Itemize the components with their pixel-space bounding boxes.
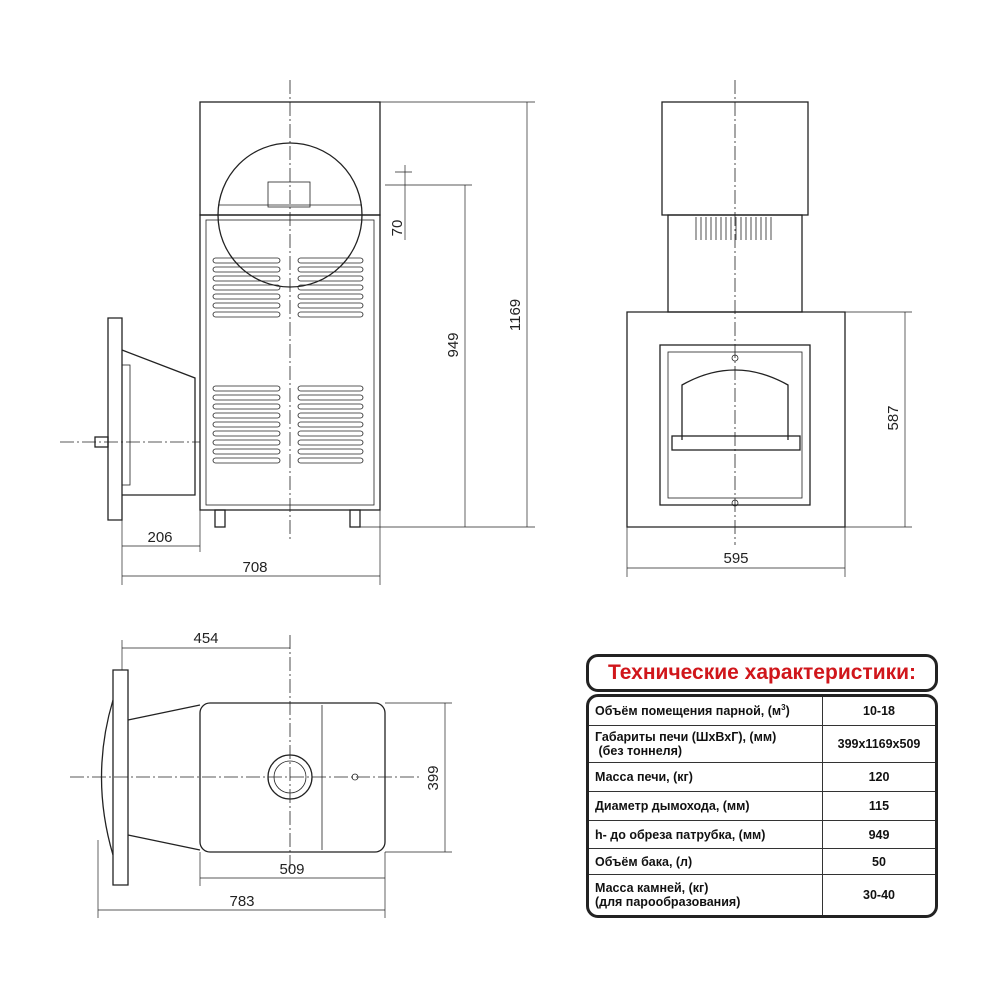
louver-slot bbox=[297, 293, 364, 300]
louver-slot bbox=[212, 266, 281, 273]
leg bbox=[349, 509, 361, 528]
louver-slot bbox=[212, 257, 281, 264]
louver-slot bbox=[297, 385, 364, 392]
dim-206: 206 bbox=[147, 529, 172, 546]
louver-slot bbox=[297, 302, 364, 309]
dim-1169: 1169 bbox=[507, 299, 524, 331]
spec-rows: Объём помещения парной, (м3)10-18 Габари… bbox=[586, 694, 938, 918]
dim-587: 587 bbox=[885, 405, 902, 430]
louver-slot bbox=[297, 266, 364, 273]
louver-slot bbox=[297, 430, 364, 437]
louver-slot bbox=[297, 403, 364, 410]
louver-slot bbox=[212, 311, 281, 318]
spec-label: Масса печи, (кг) bbox=[589, 763, 822, 792]
louver-slot bbox=[297, 394, 364, 401]
dim-949: 949 bbox=[445, 332, 462, 357]
spec-value: 50 bbox=[822, 849, 935, 875]
spec-title: Технические характеристики: bbox=[586, 654, 938, 692]
spec-value: 949 bbox=[822, 821, 935, 849]
louver-slot bbox=[212, 293, 281, 300]
louver-slot bbox=[212, 439, 281, 446]
side-view: 587 595 bbox=[626, 80, 912, 577]
louver-slot bbox=[212, 403, 281, 410]
table-row: Габариты печи (ШхВхГ), (мм) (без тоннеля… bbox=[589, 726, 935, 763]
fins bbox=[695, 217, 772, 240]
spec-label: Габариты печи (ШхВхГ), (мм) (без тоннеля… bbox=[589, 726, 822, 763]
spec-label: Объём помещения парной, (м3) bbox=[589, 697, 822, 726]
louver-slot bbox=[212, 430, 281, 437]
louver-slot bbox=[212, 421, 281, 428]
dim-70: 70 bbox=[389, 220, 406, 237]
spec-label: Масса камней, (кг)(для парообразования) bbox=[595, 881, 741, 909]
dim-454: 454 bbox=[193, 630, 218, 647]
louver-slot bbox=[297, 457, 364, 464]
spec-value: 30-40 bbox=[822, 875, 935, 915]
louver-slot bbox=[297, 275, 364, 282]
front-view bbox=[60, 80, 381, 540]
louver-slot bbox=[297, 412, 364, 419]
louver-slot bbox=[212, 275, 281, 282]
louver-slot bbox=[297, 257, 364, 264]
spec-table: Технические характеристики: Объём помеще… bbox=[586, 654, 938, 918]
louver-slot bbox=[297, 311, 364, 318]
leg bbox=[214, 509, 226, 528]
louver-slot bbox=[212, 385, 281, 392]
spec-label: Диаметр дымохода, (мм) bbox=[589, 792, 822, 821]
dim-509: 509 bbox=[279, 861, 304, 878]
louver-slot bbox=[297, 284, 364, 291]
dim-399: 399 bbox=[425, 765, 442, 790]
spec-label: Объём бака, (л) bbox=[589, 849, 822, 875]
table-row: Объём помещения парной, (м3)10-18 bbox=[589, 697, 935, 726]
top-view: 454 399 509 783 bbox=[70, 630, 452, 918]
table-row: Диаметр дымохода, (мм)115 bbox=[589, 792, 935, 821]
dim-783: 783 bbox=[229, 893, 254, 910]
louver-slot bbox=[212, 412, 281, 419]
table-row: Масса печи, (кг)120 bbox=[589, 763, 935, 792]
dim-595: 595 bbox=[723, 550, 748, 567]
table-row: h- до обреза патрубка, (мм)949 bbox=[589, 821, 935, 849]
louver-slot bbox=[297, 421, 364, 428]
louver-slot bbox=[297, 439, 364, 446]
door-handle bbox=[671, 435, 801, 451]
louvers bbox=[212, 257, 364, 464]
louver-slot bbox=[212, 284, 281, 291]
louver-slot bbox=[212, 448, 281, 455]
spec-label: h- до обреза патрубка, (мм) bbox=[589, 821, 822, 849]
louver-slot bbox=[212, 457, 281, 464]
spec-value: 399x1169x509 bbox=[822, 726, 935, 763]
front-dimensions: 1169 949 70 206 708 bbox=[121, 101, 535, 585]
louver-slot bbox=[297, 448, 364, 455]
louver-slot bbox=[212, 302, 281, 309]
spec-value: 120 bbox=[822, 763, 935, 792]
spec-value: 10-18 bbox=[822, 697, 935, 726]
spec-value: 115 bbox=[822, 792, 935, 821]
table-row: Масса камней, (кг)(для парообразования) 3… bbox=[589, 875, 935, 915]
table-row: Объём бака, (л)50 bbox=[589, 849, 935, 875]
dim-708: 708 bbox=[242, 559, 267, 576]
louver-slot bbox=[212, 394, 281, 401]
